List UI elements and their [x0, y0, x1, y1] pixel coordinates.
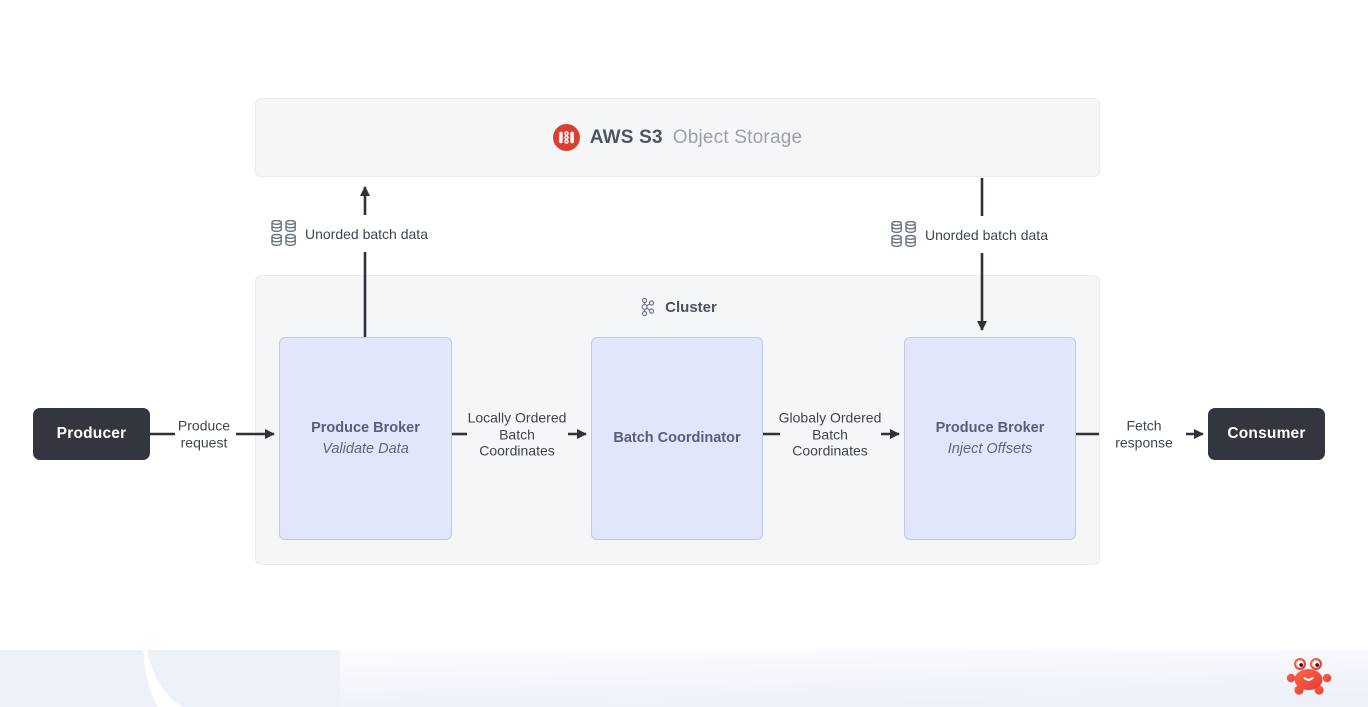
node-subtitle: Validate Data: [322, 440, 409, 457]
node-title: Produce Broker: [311, 419, 420, 436]
producer-label: Producer: [56, 425, 127, 442]
node-produce-broker-validate: Produce Broker Validate Data: [279, 337, 452, 540]
s3-panel-title: AWS S3: [589, 126, 663, 148]
unorded-batch-text: Unorded batch data: [305, 225, 428, 242]
s3-panel-subtitle: Object Storage: [672, 126, 803, 148]
footer-decoration: [0, 650, 1368, 707]
cluster-header: Cluster: [256, 297, 1099, 317]
s3-storage-panel: AWS S3 Object Storage: [255, 98, 1100, 177]
edge-label-unorded-batch-right: Unorded batch data: [888, 216, 1051, 253]
edge-label-globally-ordered: Globaly Ordered Batch Coordinates: [778, 409, 882, 459]
node-title: Produce Broker: [935, 419, 1045, 436]
s3-bucket-icon: [552, 124, 580, 151]
edge-label-fetch-response: Fetch response: [1115, 417, 1173, 451]
cluster-label: Cluster: [665, 298, 717, 316]
node-title: Batch Coordinator: [613, 430, 741, 446]
kafka-cluster-icon: [638, 297, 656, 317]
database-grid-icon: [271, 220, 297, 247]
node-produce-broker-inject: Produce Broker Inject Offsets: [904, 337, 1076, 540]
edge-label-locally-ordered: Locally Ordered Batch Coordinates: [467, 409, 567, 459]
edge-label-produce-request: Produce request: [177, 417, 231, 451]
node-batch-coordinator: Batch Coordinator: [591, 337, 763, 540]
node-subtitle: Inject Offsets: [947, 440, 1033, 457]
node-consumer: Consumer: [1208, 408, 1325, 460]
database-grid-icon: [891, 221, 917, 248]
edge-label-unorded-batch-left: Unorded batch data: [268, 215, 431, 252]
crab-logo-icon: [1286, 656, 1332, 696]
consumer-label: Consumer: [1227, 425, 1306, 442]
unorded-batch-text: Unorded batch data: [925, 226, 1048, 243]
node-producer: Producer: [33, 408, 150, 460]
